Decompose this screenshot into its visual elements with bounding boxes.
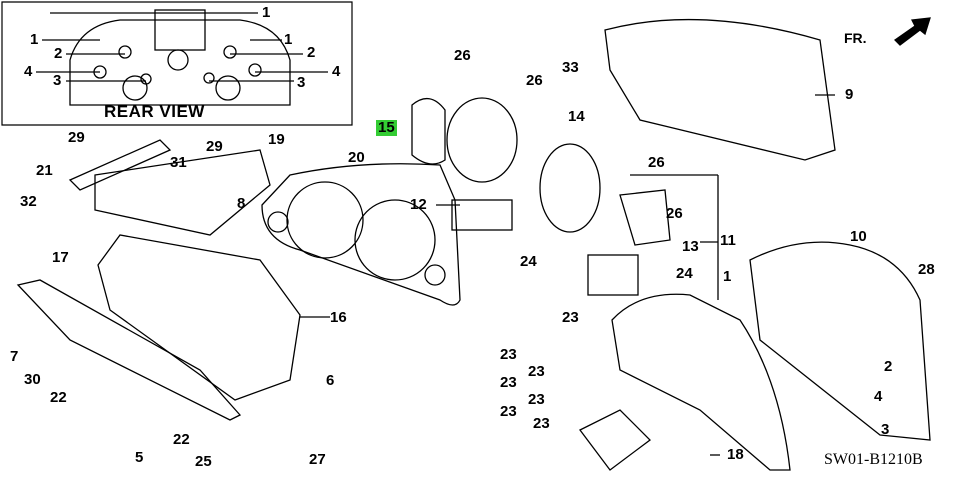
rear-view-cluster <box>69 19 291 106</box>
callout-label[interactable]: 24 <box>520 253 537 270</box>
callout-label[interactable]: 26 <box>666 205 683 222</box>
callout-label[interactable]: 1 <box>723 268 732 285</box>
callout-label[interactable]: 5 <box>135 449 144 466</box>
part-panel-17 <box>16 279 242 421</box>
callout-label[interactable]: 23 <box>562 309 579 326</box>
part-speedometer <box>539 143 601 233</box>
callout-label[interactable]: 13 <box>682 238 699 255</box>
part-gauge-24 <box>587 254 639 296</box>
part-meter-case-20 <box>261 163 461 306</box>
callout-label[interactable]: 24 <box>676 265 693 282</box>
callout-label[interactable]: 8 <box>237 195 246 212</box>
callout-label[interactable]: 23 <box>500 374 517 391</box>
part-circuit-board-18 <box>611 293 791 471</box>
callout-label[interactable]: 31 <box>170 154 187 171</box>
part-gauge-15 <box>411 98 446 165</box>
part-gauge-12 <box>451 199 513 231</box>
front-arrow-icon <box>893 17 931 46</box>
callout-label[interactable]: 1 <box>30 31 39 48</box>
part-gauge-13 <box>619 189 671 246</box>
callout-label[interactable]: 26 <box>526 72 543 89</box>
callout-label[interactable]: 23 <box>528 391 545 408</box>
callout-label[interactable]: 2 <box>54 45 63 62</box>
callout-label[interactable]: 27 <box>309 451 326 468</box>
callout-label[interactable]: 22 <box>173 431 190 448</box>
callout-label[interactable]: 23 <box>500 346 517 363</box>
callout-label[interactable]: 3 <box>297 74 306 91</box>
callout-label[interactable]: 26 <box>648 154 665 171</box>
part-printed-circuit-19 <box>94 149 271 236</box>
callout-label[interactable]: 3 <box>53 72 62 89</box>
part-housing-9 <box>604 18 836 161</box>
callout-label[interactable]: 25 <box>195 453 212 470</box>
callout-label-highlighted[interactable]: 15 <box>376 119 397 136</box>
callout-label[interactable]: 21 <box>36 162 53 179</box>
callout-label[interactable]: 4 <box>332 63 341 80</box>
callout-label[interactable]: 17 <box>52 249 69 266</box>
part-tachometer <box>446 97 518 183</box>
rear-view-title: REAR VIEW <box>104 102 205 121</box>
callout-label[interactable]: 4 <box>874 388 883 405</box>
callout-label[interactable]: 4 <box>24 63 33 80</box>
callout-label[interactable]: 20 <box>348 149 365 166</box>
callout-label[interactable]: 26 <box>454 47 471 64</box>
callout-label[interactable]: 29 <box>68 129 85 146</box>
callout-label[interactable]: 23 <box>500 403 517 420</box>
front-direction-label: FR. <box>844 30 867 46</box>
callout-label[interactable]: 32 <box>20 193 37 210</box>
callout-label[interactable]: 9 <box>845 86 854 103</box>
callout-label[interactable]: 7 <box>10 348 19 365</box>
callout-label[interactable]: 12 <box>410 196 427 213</box>
callout-label[interactable]: 10 <box>850 228 867 245</box>
callout-label[interactable]: 18 <box>727 446 744 463</box>
rear-view-frame <box>1 1 353 126</box>
callout-label[interactable]: 1 <box>284 31 293 48</box>
callout-label[interactable]: 23 <box>533 415 550 432</box>
callout-label[interactable]: 22 <box>50 389 67 406</box>
callout-label[interactable]: 1 <box>262 4 271 21</box>
callout-label[interactable]: 2 <box>884 358 893 375</box>
callout-label[interactable]: 23 <box>528 363 545 380</box>
callout-label[interactable]: 14 <box>568 108 585 125</box>
callout-label[interactable]: 16 <box>330 309 347 326</box>
callout-label[interactable]: 2 <box>307 44 316 61</box>
callout-label[interactable]: 11 <box>720 232 736 249</box>
callout-label[interactable]: 19 <box>268 131 285 148</box>
callout-label[interactable]: 3 <box>881 421 890 438</box>
part-visor-16 <box>97 234 301 401</box>
drawing-code: SW01-B1210B <box>824 451 923 468</box>
callout-label[interactable]: 30 <box>24 371 41 388</box>
callout-label[interactable]: 33 <box>562 59 579 76</box>
part-printed-circuit-10 <box>749 241 931 441</box>
callout-label[interactable]: 6 <box>326 372 335 389</box>
callout-label[interactable]: 28 <box>918 261 935 278</box>
callout-label[interactable]: 29 <box>206 138 223 155</box>
